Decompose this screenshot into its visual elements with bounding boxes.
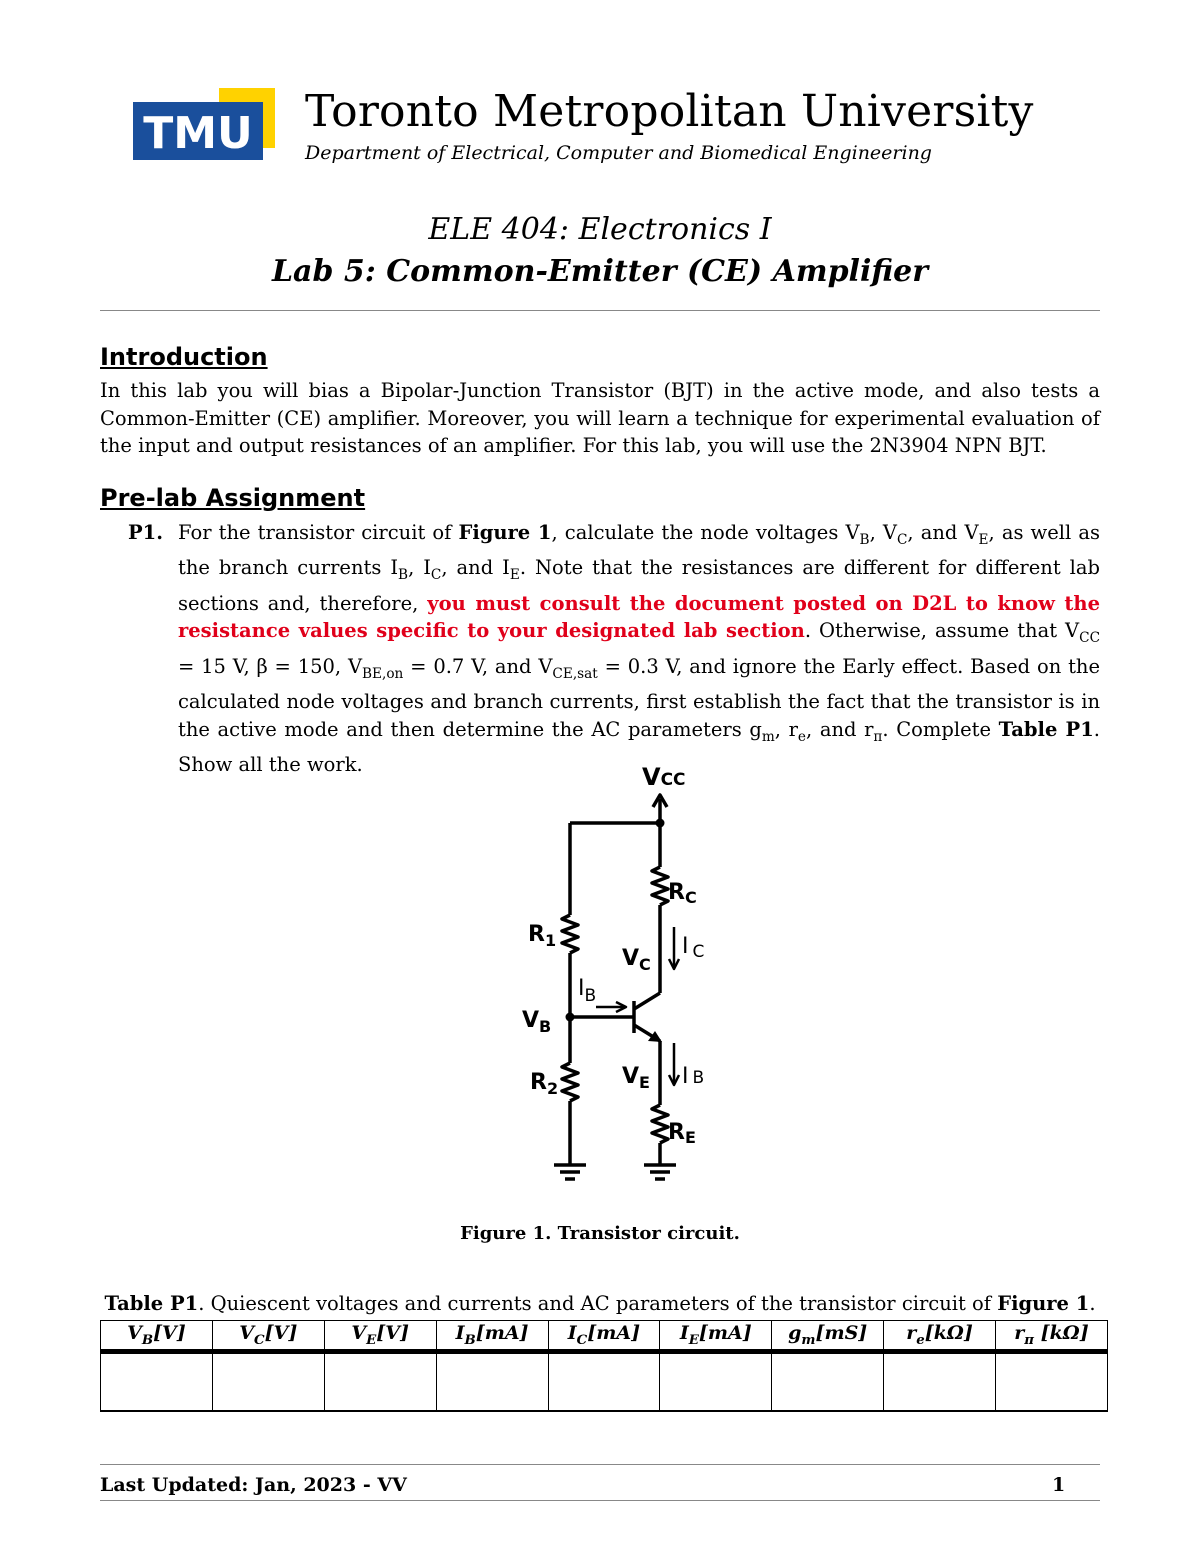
p1-label: P1.	[128, 521, 164, 544]
table-header-cell: IC[mA]	[547, 1320, 661, 1354]
prelab-heading: Pre-lab Assignment	[100, 484, 366, 512]
table-cell[interactable]	[659, 1351, 773, 1412]
table-cell[interactable]	[100, 1351, 213, 1412]
introduction-text: In this lab you will bias a Bipolar-Junc…	[100, 379, 1100, 457]
p1-text: For the transistor circuit of Figure 1, …	[178, 521, 1101, 776]
ve-label: VE	[622, 1064, 650, 1092]
vc-label: VC	[622, 946, 651, 974]
footer-last-updated: Last Updated: Jan, 2023 - VV	[100, 1474, 407, 1496]
table-cell[interactable]	[211, 1351, 325, 1412]
table-header-cell: VE[V]	[323, 1320, 437, 1354]
figure-caption: Figure 1. Transistor circuit.	[460, 1223, 740, 1244]
table-header-cell: IB[mA]	[435, 1320, 549, 1354]
re-label: RE	[668, 1120, 696, 1147]
title-divider	[100, 310, 1100, 311]
course-title: ELE 404: Electronics I	[428, 212, 772, 247]
footer-divider-top	[100, 1464, 1100, 1465]
vb-label: VB	[522, 1008, 551, 1036]
table-header-cell: IE[mA]	[659, 1320, 773, 1354]
table-cell[interactable]	[435, 1351, 549, 1412]
table-header-cell: VB[V]	[100, 1320, 213, 1354]
tmu-logo: TMU	[133, 88, 275, 160]
vcc-label: VCC	[642, 763, 686, 791]
table-header-cell: re[kΩ]	[883, 1320, 996, 1354]
table-cell[interactable]	[547, 1351, 661, 1412]
table-cell[interactable]	[883, 1351, 996, 1412]
introduction-heading: Introduction	[100, 343, 268, 371]
r1-label: R1	[528, 922, 556, 950]
university-name: Toronto Metropolitan University	[305, 86, 1034, 137]
d2l-warning: you must consult the document posted on …	[178, 591, 1100, 643]
department-name: Department of Electrical, Computer and B…	[305, 142, 932, 164]
page-number: 1	[1052, 1474, 1066, 1496]
table-ref: Table P1	[998, 717, 1094, 741]
table-header-cell: gm[mS]	[771, 1320, 885, 1354]
table-header-cell: rπ [kΩ]	[995, 1320, 1108, 1354]
table-cell[interactable]	[771, 1351, 885, 1412]
rc-label: RC	[668, 880, 697, 907]
table-cell[interactable]	[323, 1351, 437, 1412]
logo-text: TMU	[143, 108, 253, 159]
r2-label: R2	[530, 1070, 558, 1098]
figure-ref: Figure 1	[458, 521, 552, 544]
table-row	[100, 1351, 1108, 1412]
footer-divider-bottom	[100, 1500, 1100, 1501]
table-header-cell: VC[V]	[211, 1320, 325, 1354]
ib-label: IB	[578, 976, 596, 1006]
results-table: VB[V] VC[V] VE[V] IB[mA] IC[mA] IE[mA] g…	[100, 1320, 1108, 1412]
table-header-row: VB[V] VC[V] VE[V] IB[mA] IC[mA] IE[mA] g…	[100, 1320, 1108, 1354]
lab-title: Lab 5: Common-Emitter (CE) Amplifier	[271, 254, 929, 289]
table-caption: Table P1. Quiescent voltages and current…	[104, 1292, 1096, 1315]
table-cell[interactable]	[995, 1351, 1108, 1412]
